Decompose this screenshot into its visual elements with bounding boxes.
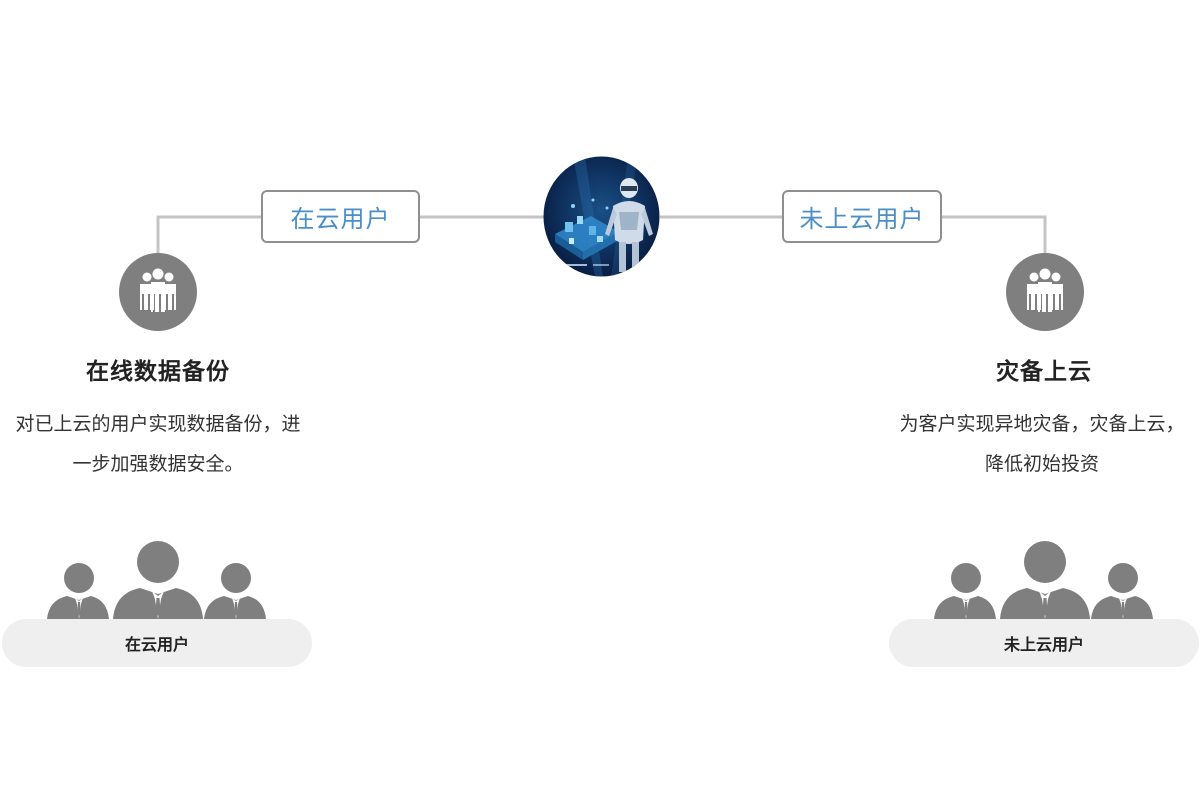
- connector-right-outer: [942, 215, 1047, 254]
- tag-cloud-users: 在云用户: [261, 190, 420, 243]
- section-title-online-backup: 在线数据备份: [86, 358, 230, 385]
- description-right: 为客户实现异地灾备，灾备上云， 降低初始投资: [884, 404, 1200, 484]
- section-title-disaster-recovery: 灾备上云: [996, 358, 1092, 385]
- people-group-icon: [934, 541, 1153, 619]
- description-left: 对已上云的用户实现数据备份，进 一步加强数据安全。: [0, 404, 316, 484]
- group-users-icon: [1006, 253, 1084, 331]
- description-left-line2: 一步加强数据安全。: [72, 453, 244, 475]
- pill-non-cloud-users: 未上云用户: [889, 619, 1199, 667]
- description-left-line1: 对已上云的用户实现数据备份，进: [15, 413, 301, 435]
- connector-left-outer: [156, 215, 262, 254]
- description-right-line2: 降低初始投资: [984, 453, 1099, 475]
- center-robot-image: [543, 156, 660, 277]
- people-group-icon: [47, 541, 266, 619]
- description-right-line1: 为客户实现异地灾备，灾备上云，: [899, 413, 1185, 435]
- group-users-icon: [119, 253, 197, 331]
- tag-non-cloud-users: 未上云用户: [782, 190, 942, 243]
- pill-cloud-users: 在云用户: [2, 619, 312, 667]
